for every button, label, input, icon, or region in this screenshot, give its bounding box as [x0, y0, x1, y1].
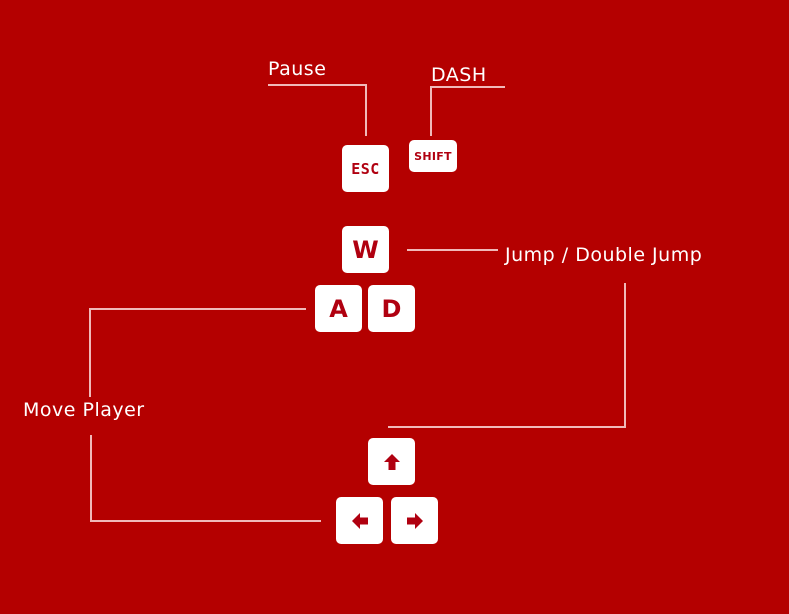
right-arrow-key[interactable]	[391, 497, 438, 544]
move-connector-top-v	[89, 308, 91, 397]
arrow-left-icon	[351, 512, 368, 529]
pause-label: Pause	[268, 58, 327, 80]
jump-connector-arrow	[388, 426, 626, 428]
jump-connector-w	[407, 249, 498, 251]
w-key-label: W	[352, 235, 379, 264]
pause-connector-h	[268, 84, 367, 86]
up-arrow-key[interactable]	[368, 438, 415, 485]
dash-label: DASH	[431, 64, 487, 86]
shift-key-label: SHIFT	[414, 149, 452, 163]
left-arrow-key[interactable]	[336, 497, 383, 544]
move-connector-bottom-h	[90, 520, 321, 522]
w-key[interactable]: W	[342, 226, 389, 273]
dash-connector-h	[430, 86, 505, 88]
a-key-label: A	[329, 294, 348, 323]
a-key[interactable]: A	[315, 285, 362, 332]
move-connector-bottom-v	[90, 435, 92, 522]
jump-connector-v	[624, 283, 626, 428]
d-key[interactable]: D	[368, 285, 415, 332]
jump-label: Jump / Double Jump	[505, 244, 703, 266]
arrow-up-icon	[383, 453, 400, 470]
shift-key[interactable]: SHIFT	[409, 140, 457, 172]
arrow-right-icon	[406, 512, 423, 529]
d-key-label: D	[381, 294, 402, 323]
move-player-label: Move Player	[23, 399, 145, 421]
move-connector-top-h	[89, 308, 306, 310]
dash-connector-v	[430, 86, 432, 136]
esc-key[interactable]: ESC	[342, 145, 389, 192]
pause-connector-v	[365, 84, 367, 136]
esc-key-label: ESC	[351, 159, 380, 178]
